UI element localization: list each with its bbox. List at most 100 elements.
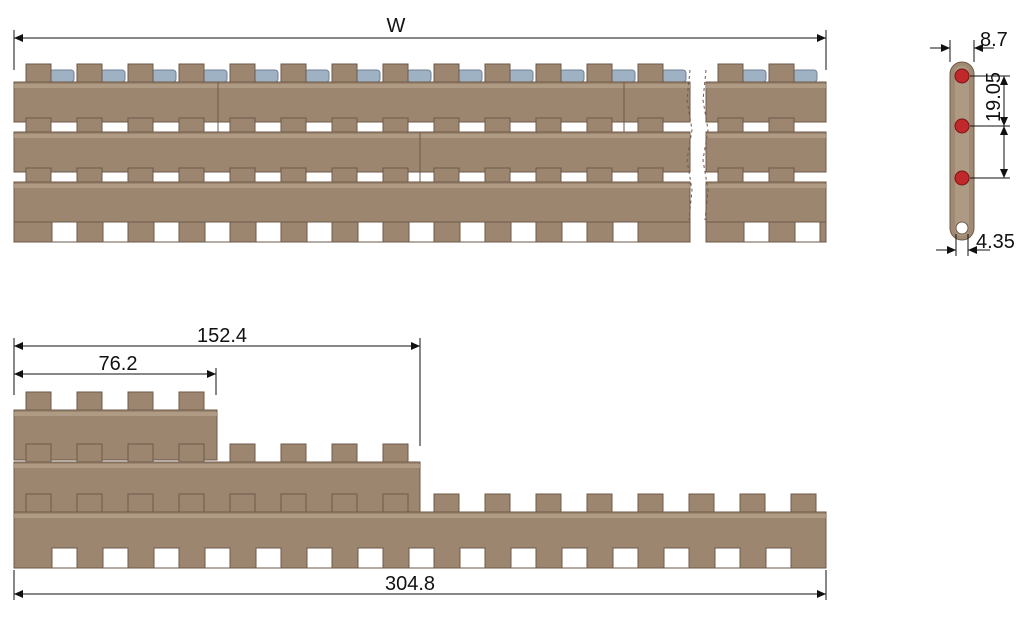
notch — [357, 221, 384, 243]
tooth — [331, 63, 358, 83]
notch — [765, 547, 792, 569]
tooth — [331, 443, 358, 463]
tooth — [25, 493, 52, 513]
tooth — [768, 63, 795, 83]
tooth — [331, 167, 358, 183]
top-view-belt — [13, 63, 827, 243]
tooth — [76, 117, 103, 133]
width-label: W — [387, 15, 406, 37]
notch — [204, 221, 231, 243]
tooth — [76, 63, 103, 83]
tooth — [127, 443, 154, 463]
tooth — [25, 391, 52, 411]
notch — [561, 221, 588, 243]
notch — [51, 547, 78, 569]
notch — [663, 547, 690, 569]
notch — [102, 221, 129, 243]
tooth — [433, 493, 460, 513]
rod — [508, 69, 534, 83]
tooth — [739, 493, 766, 513]
step-76-highlight — [14, 412, 217, 416]
notch — [153, 221, 180, 243]
tooth — [586, 493, 613, 513]
top-row-3-highlight — [706, 184, 826, 188]
dim-152-4: 152.4 — [197, 325, 247, 347]
tooth — [484, 167, 511, 183]
bottom-dimensions: 152.4 76.2 304.8 — [13, 325, 827, 600]
rod — [253, 69, 279, 83]
rod — [151, 69, 177, 83]
tooth — [127, 167, 154, 183]
notch — [510, 221, 537, 243]
tooth — [382, 117, 409, 133]
pin-icon — [954, 170, 970, 186]
top-row-1-highlight — [706, 84, 826, 88]
tooth — [280, 493, 307, 513]
tooth — [637, 117, 664, 133]
tooth — [768, 117, 795, 133]
tooth — [535, 493, 562, 513]
tooth — [25, 167, 52, 183]
tooth — [768, 167, 795, 183]
notch — [102, 547, 129, 569]
notch — [612, 221, 639, 243]
tooth — [637, 63, 664, 83]
dim-304-8: 304.8 — [385, 573, 435, 595]
top-row-1-highlight — [14, 84, 690, 88]
tooth — [25, 63, 52, 83]
notch — [510, 547, 537, 569]
tooth — [382, 63, 409, 83]
notch — [459, 547, 486, 569]
tooth — [76, 493, 103, 513]
tooth — [25, 443, 52, 463]
dim-19-05: 19.05 — [983, 72, 1005, 122]
top-row-1-body — [13, 81, 691, 123]
tooth — [178, 117, 205, 133]
notch — [714, 547, 741, 569]
tooth — [25, 117, 52, 133]
top-row-3-highlight — [14, 184, 690, 188]
tooth — [331, 493, 358, 513]
tooth — [717, 117, 744, 133]
notch — [408, 221, 435, 243]
side-view-profile — [949, 61, 975, 241]
top-row-2-body — [13, 131, 691, 173]
dim-4-35: 4.35 — [976, 231, 1015, 253]
tooth — [229, 493, 256, 513]
tooth — [717, 63, 744, 83]
notch — [255, 221, 282, 243]
width-dimension: W — [13, 15, 827, 70]
top-row-2-body — [705, 131, 827, 173]
rod — [741, 69, 767, 83]
hole-icon — [955, 221, 969, 235]
tooth — [484, 63, 511, 83]
tooth — [382, 167, 409, 183]
notch — [204, 547, 231, 569]
tooth — [790, 493, 817, 513]
rod — [792, 69, 818, 83]
tooth — [688, 493, 715, 513]
rod — [355, 69, 381, 83]
notch — [408, 547, 435, 569]
tooth — [586, 167, 613, 183]
rod — [202, 69, 228, 83]
tooth — [637, 167, 664, 183]
dim-8-7: 8.7 — [980, 29, 1008, 51]
notch — [612, 547, 639, 569]
rod — [610, 69, 636, 83]
rod — [559, 69, 585, 83]
tooth — [535, 63, 562, 83]
top-row-2-highlight — [706, 134, 826, 138]
tooth — [433, 63, 460, 83]
tooth — [178, 391, 205, 411]
tooth — [76, 443, 103, 463]
break-mark — [702, 69, 709, 221]
tooth — [382, 443, 409, 463]
tooth — [178, 63, 205, 83]
rod — [49, 69, 75, 83]
tooth — [484, 493, 511, 513]
bottom-view-belt — [13, 391, 827, 569]
top-row-1-body — [705, 81, 827, 123]
